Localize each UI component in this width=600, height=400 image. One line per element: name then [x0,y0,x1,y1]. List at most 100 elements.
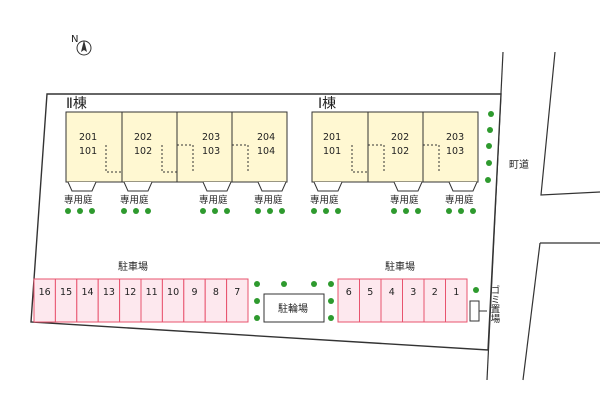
parking-label-right: 駐車場 [385,260,415,273]
tree [458,208,464,214]
tree [279,208,285,214]
private-garden-label: 専用庭 [254,194,283,206]
north-label: N [71,34,78,45]
building-2: 201 101 202 102 203 103 204 104 [65,111,288,183]
unit-upper-number: 203 [446,132,464,143]
parking-stall-number: 3 [410,287,416,298]
tree [254,315,260,321]
parking-stall-number: 8 [213,287,219,298]
building-1-label: Ⅰ棟 [318,96,336,112]
private-garden-label: 専用庭 [310,194,339,206]
parking-stall [119,278,142,323]
unit-upper-number: 202 [391,132,409,143]
parking-stall-number: 12 [124,287,136,298]
tree [281,281,287,287]
trees [65,111,494,321]
parking-stall [140,278,163,323]
private-garden-label: 専用庭 [445,194,474,206]
tree [473,287,479,293]
parking-stall [359,278,382,323]
tree [328,298,334,304]
road-label: 町道 [509,158,529,171]
tree [255,208,261,214]
tree [311,208,317,214]
unit-upper-number: 201 [323,132,341,143]
unit-lower-number: 104 [257,146,275,157]
unit-lower-number: 102 [134,146,152,157]
parking-stall-number: 4 [389,287,395,298]
building-1: 201 101 202 102 203 103 [311,111,479,183]
parking-stall [337,278,360,323]
unit-upper-number: 203 [202,132,220,143]
parking-stall [423,278,446,323]
tree [323,208,329,214]
parking-stall-number: 10 [167,287,179,298]
tree [488,111,494,117]
tree [267,208,273,214]
private-garden-label: 専用庭 [64,194,93,206]
road-lines [486,51,600,381]
unit-2-3: 203 103 [176,111,233,183]
unit-1-3: 203 103 [422,111,479,183]
parking-stall [161,278,185,323]
parking-stall-number: 1 [453,287,459,298]
private-garden-label: 専用庭 [199,194,228,206]
building-2-label: Ⅱ棟 [66,96,87,112]
parking-stall [402,278,425,323]
unit-lower-number: 101 [323,146,341,157]
tree [415,208,421,214]
parking-stall [33,278,56,323]
parking-stall-number: 2 [432,287,438,298]
tree [200,208,206,214]
tree [486,160,492,166]
tree [133,208,139,214]
unit-lower-number: 103 [202,146,220,157]
tree [212,208,218,214]
parking-label-left: 駐車場 [118,260,148,273]
porches [67,181,478,192]
tree [311,281,317,287]
tree [89,208,95,214]
parking-stall [204,278,228,323]
tree [485,177,491,183]
private-garden-label: 専用庭 [120,194,149,206]
parking-stall [183,278,206,323]
parking-stall-number: 7 [234,287,240,298]
tree [446,208,452,214]
tree [335,208,341,214]
garbage-area: ゴミ置場 [469,284,501,324]
bicycle-parking-label: 駐輪場 [278,302,308,315]
bicycle-parking: 駐輪場 [263,293,325,323]
unit-2-1: 201 101 [65,111,123,183]
tree [403,208,409,214]
parking-stall-number: 14 [81,287,93,298]
north-arrow: N [71,34,92,56]
parking-stall [226,278,249,323]
tree [254,298,260,304]
garbage-label: ゴミ置場 [489,284,501,324]
parking-stall-number: 9 [191,287,197,298]
tree [65,208,71,214]
parking-stall-number: 5 [367,287,373,298]
unit-1-2: 202 102 [367,111,424,183]
private-garden-labels: 専用庭 専用庭 専用庭 専用庭 専用庭 専用庭 専用庭 [64,194,474,206]
tree [328,315,334,321]
parking-stall-number: 15 [60,287,72,298]
parking-stall-number: 13 [103,287,115,298]
tree [254,281,260,287]
tree [121,208,127,214]
tree [487,127,493,133]
tree [145,208,151,214]
unit-upper-number: 204 [257,132,275,143]
parking-stall [54,278,78,323]
tree [328,281,334,287]
tree [470,208,476,214]
parking-stall-number: 16 [39,287,51,298]
unit-upper-number: 202 [134,132,152,143]
unit-lower-number: 101 [79,146,97,157]
tree [391,208,397,214]
parking-stall [97,278,121,323]
private-garden-label: 専用庭 [390,194,419,206]
